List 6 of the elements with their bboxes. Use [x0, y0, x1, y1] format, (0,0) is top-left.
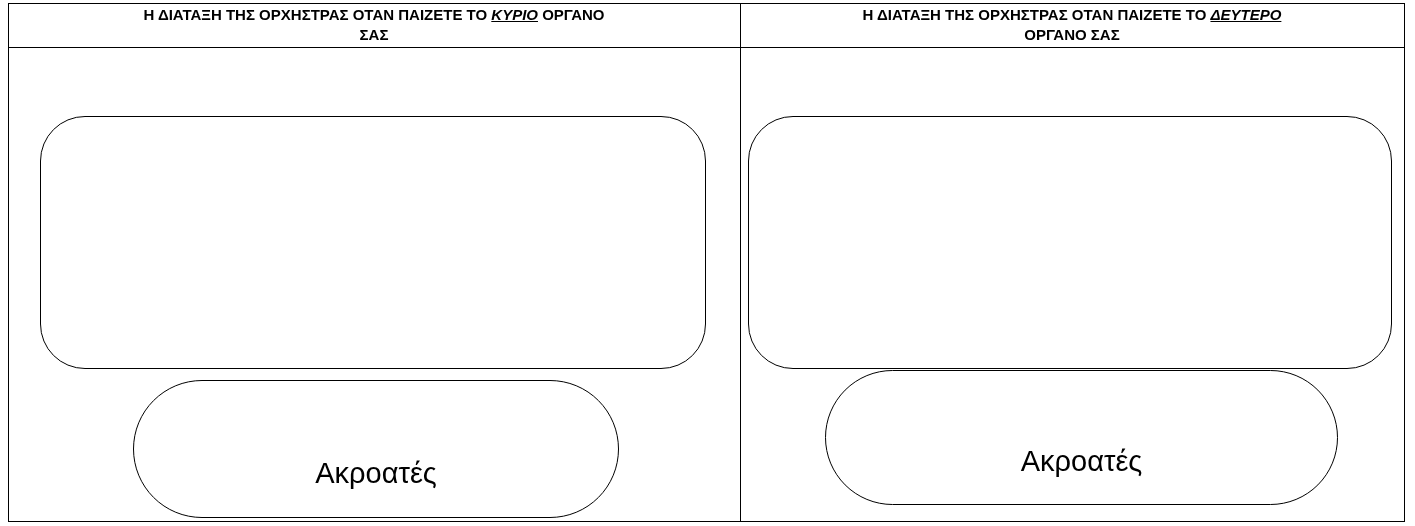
node-label: Ακροατές: [315, 456, 437, 490]
stage-box: [748, 116, 1392, 369]
node-label: Ακροατές: [1020, 444, 1143, 478]
column-heading: Η ΔΙΑΤΑΞΗ ΤΗΣ ΟΡΧΗΣΤΡΑΣ ΟΤΑΝ ΠΑΙΖΕΤΕ ΤΟ ΔΕΥΤΕΡΟ ΟΡΓΑΝΟ ΣΑΣ: [861, 5, 1283, 45]
column-heading: Η ΔΙΑΤΑΞΗ ΤΗΣ ΟΡΧΗΣΤΡΑΣ ΟΤΑΝ ΠΑΙΖΕΤΕ ΤΟ ΚΥΡΙΟ ΟΡΓΑΝΟ ΣΑΣ: [142, 5, 606, 45]
stage-box: [40, 116, 706, 369]
